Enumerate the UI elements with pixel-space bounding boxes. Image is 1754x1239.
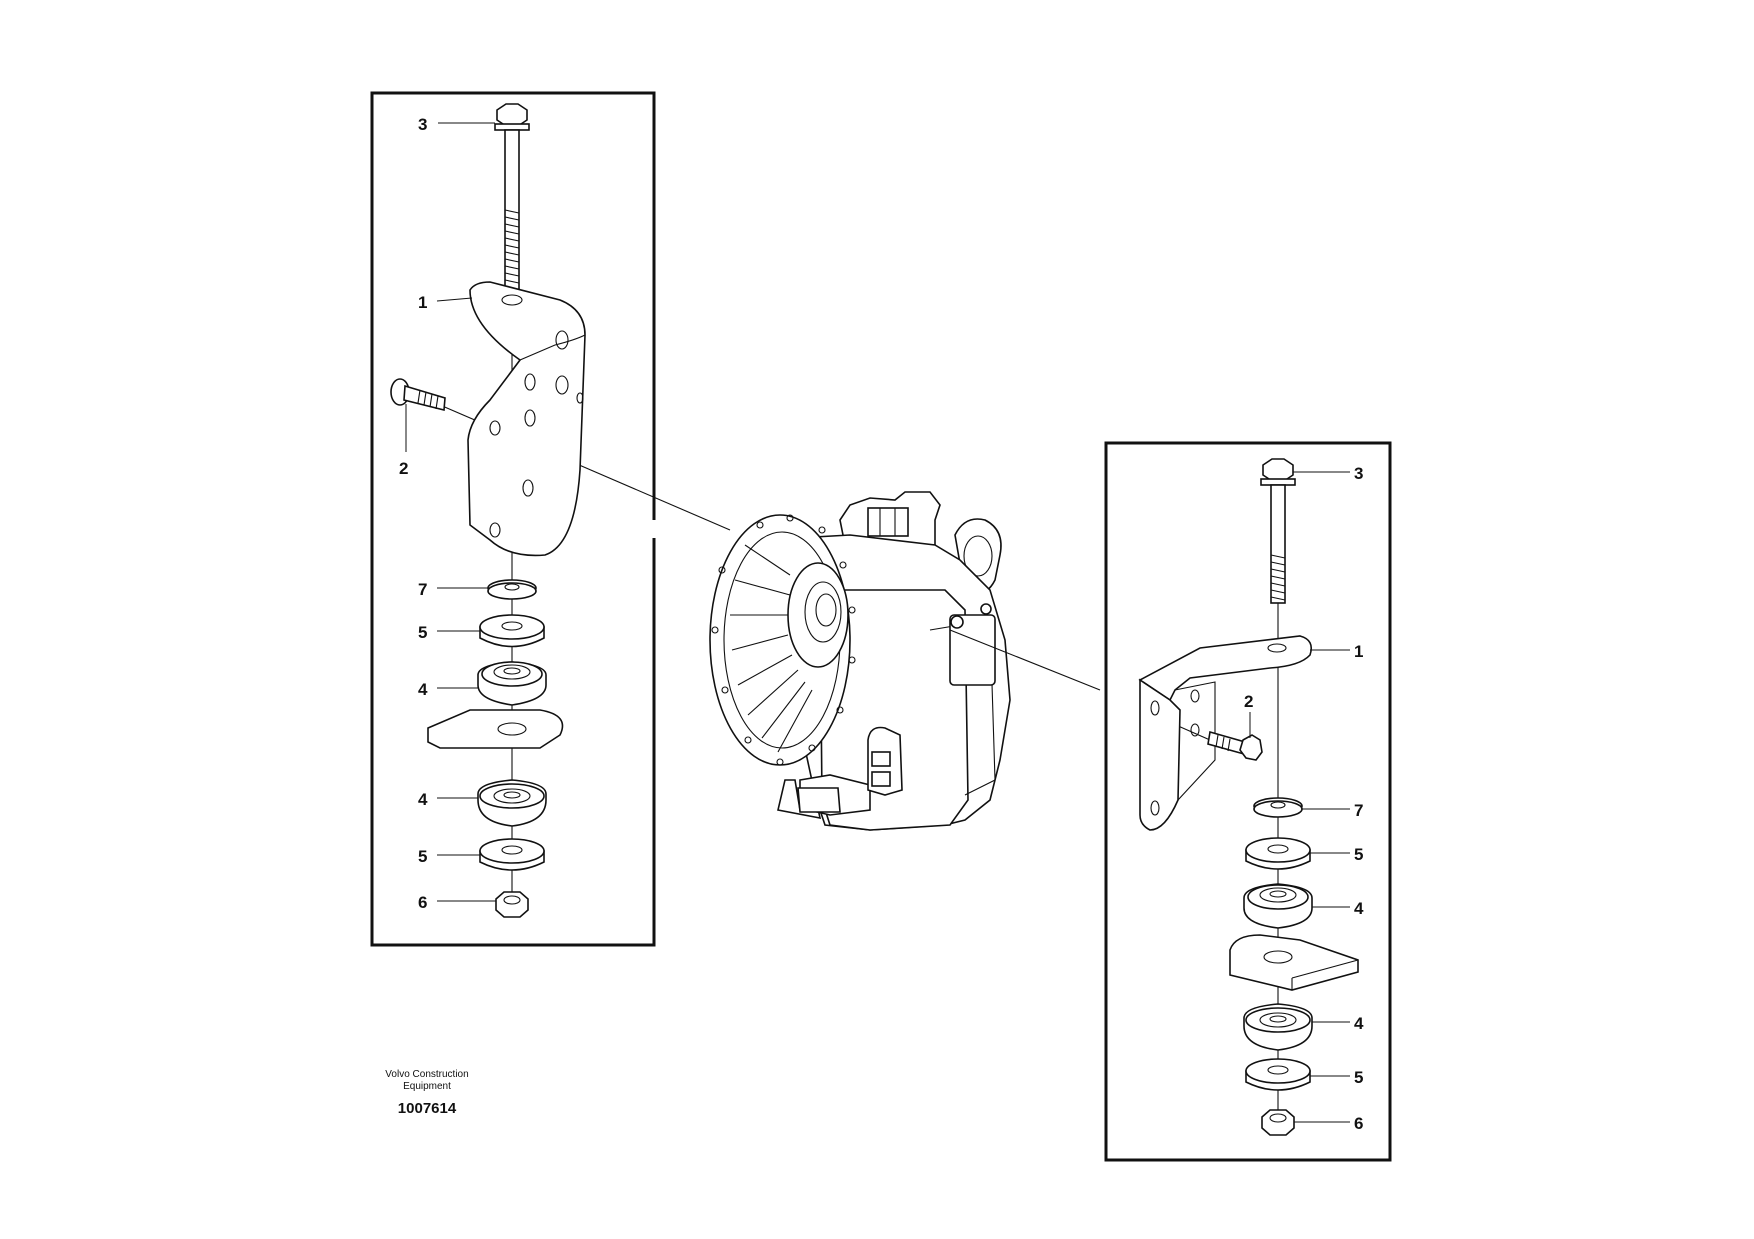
gearbox-housing [709, 491, 1011, 831]
left-bushing-4-upper [477, 661, 547, 706]
credit-line-1: Volvo Construction [385, 1069, 468, 1080]
left-callout-3: 3 [418, 115, 427, 134]
right-bracket [1138, 635, 1313, 831]
right-callout-4-lower: 4 [1354, 1014, 1364, 1033]
right-washer-5-lower [1245, 1058, 1311, 1091]
left-callout-1: 1 [418, 293, 427, 312]
right-callout-4-upper: 4 [1354, 899, 1364, 918]
right-callout-6: 6 [1354, 1114, 1363, 1133]
right-callout-3: 3 [1354, 464, 1363, 483]
right-nut [1261, 1109, 1295, 1136]
left-mounting-plate [427, 709, 564, 749]
document-number: 1007614 [398, 1100, 457, 1117]
credit-block: Volvo Construction Equipment 1007614 [385, 1069, 468, 1117]
left-callout-4-upper: 4 [418, 680, 428, 699]
right-mount-projection-line [949, 629, 1101, 691]
left-washer-5-upper [479, 614, 545, 648]
right-washer-7 [1253, 797, 1303, 818]
left-washer-5-lower [479, 838, 545, 871]
left-callout-6: 6 [418, 893, 427, 912]
left-callout-4-lower: 4 [418, 790, 428, 809]
right-bolt [1260, 458, 1296, 604]
right-callout-7: 7 [1354, 801, 1363, 820]
credit-line-2: Equipment [403, 1081, 451, 1092]
left-side-bolt [390, 378, 446, 412]
left-panel: 3 1 2 7 5 4 4 5 6 [370, 91, 731, 947]
left-callout-5-lower: 5 [418, 847, 427, 866]
right-side-bolt [1207, 730, 1263, 761]
right-callout-5-upper: 5 [1354, 845, 1363, 864]
right-callout-1: 1 [1354, 642, 1363, 661]
right-panel: 3 1 2 7 5 4 4 5 6 [949, 441, 1392, 1162]
right-bushing-4-lower [1243, 1003, 1313, 1051]
left-callout-5-upper: 5 [418, 623, 427, 642]
left-nut [495, 891, 529, 918]
left-callout-2: 2 [399, 459, 408, 478]
right-callout-2: 2 [1244, 692, 1253, 711]
left-washer-7 [487, 579, 537, 600]
left-bolt [494, 103, 530, 291]
left-callout-7: 7 [418, 580, 427, 599]
left-panel-frame [370, 91, 656, 947]
right-washer-5-upper [1245, 837, 1311, 870]
left-bushing-4-lower [477, 779, 547, 827]
right-mounting-plate [1229, 934, 1359, 991]
right-panel-frame [1104, 441, 1392, 1162]
left-bracket [467, 281, 586, 557]
right-callout-5-lower: 5 [1354, 1068, 1363, 1087]
right-bushing-4-upper [1243, 883, 1313, 929]
